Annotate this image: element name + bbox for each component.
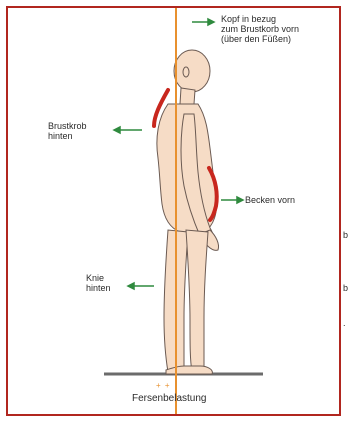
heel-label: Fersenbelastung [132,394,252,404]
head-label: Kopf in bezug zum Brustkorb vorn (über d… [221,14,339,44]
chest-arrow-head [114,127,120,133]
head [174,50,210,92]
diagram-frame: Kopf in bezug zum Brustkorb vorn (über d… [6,6,341,416]
margin-mark: b [343,230,348,240]
chest-label: Brustkrob hinten [48,121,108,141]
margin-mark: b [343,283,348,293]
pelvis-label: Becken vorn [245,195,325,205]
ear [183,67,189,77]
head-arrow-head [208,19,214,25]
heel-plus-marks: + + [156,381,186,391]
posture-diagram [8,8,341,416]
human-figure [157,50,219,374]
leg-front [186,230,208,372]
neck [180,88,195,104]
knee-label: Knie hinten [86,273,136,293]
margin-mark: . [343,318,346,328]
pelvis-arrow-head [237,197,243,203]
